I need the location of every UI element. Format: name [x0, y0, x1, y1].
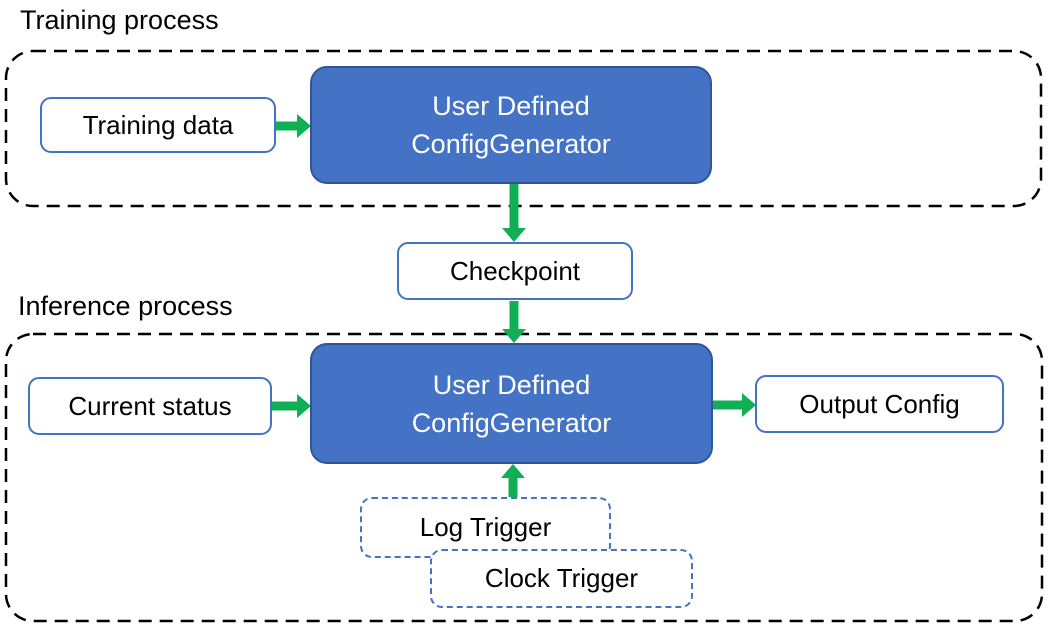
- inference-container-outline: [4, 332, 1044, 623]
- checkpoint-label: Checkpoint: [449, 255, 581, 286]
- training-process-label: Training process: [20, 5, 219, 35]
- training-generator-label-line1: User Defined: [432, 91, 590, 121]
- arrow-generator-to-output-config-icon: [712, 393, 756, 417]
- training-container-outline: [4, 49, 1043, 208]
- inference-config-generator-box: User Defined ConfigGenerator: [310, 343, 713, 464]
- log-trigger-label: Log Trigger: [419, 512, 552, 542]
- inference-process-label: Inference process: [18, 291, 233, 321]
- current-status-box: Current status: [28, 377, 272, 435]
- training-config-generator-box: User Defined ConfigGenerator: [310, 66, 712, 184]
- arrow-checkpoint-to-inference-generator-icon: [502, 301, 526, 343]
- arrow-log-trigger-to-generator-icon: [501, 464, 525, 498]
- training-data-label: Training data: [82, 109, 234, 140]
- training-data-box: Training data: [40, 97, 276, 153]
- clock-trigger-label: Clock Trigger: [484, 563, 639, 593]
- clock-trigger-box: Clock Trigger: [430, 549, 693, 608]
- inference-generator-label-line2: ConfigGenerator: [411, 407, 612, 438]
- arrow-current-status-to-generator-icon: [271, 394, 311, 418]
- arrow-generator-to-checkpoint-icon: [502, 183, 526, 242]
- output-config-label: Output Config: [799, 388, 960, 419]
- arrow-training-data-to-generator-icon: [272, 114, 311, 138]
- output-config-box: Output Config: [755, 375, 1004, 433]
- checkpoint-box: Checkpoint: [397, 242, 633, 300]
- training-generator-label-line2: ConfigGenerator: [411, 129, 611, 159]
- current-status-label: Current status: [68, 390, 232, 421]
- inference-generator-label-line1: User Defined: [432, 369, 591, 400]
